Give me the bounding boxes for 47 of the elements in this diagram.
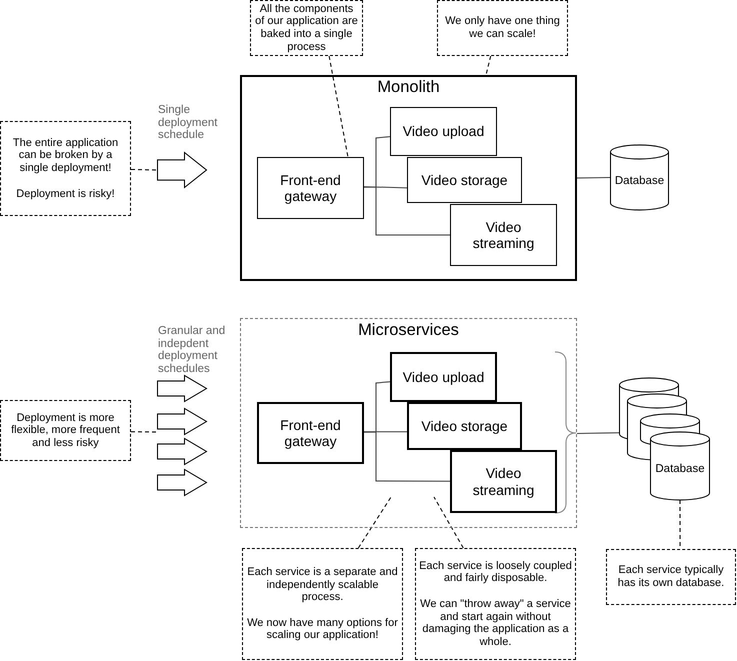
block-arrow-icon bbox=[157, 408, 207, 435]
leader-line bbox=[130, 431, 158, 433]
container-box bbox=[240, 75, 577, 281]
connector-line bbox=[576, 432, 620, 434]
note-text: We can "throw away" a service and start again without damaging the application as a whole. bbox=[419, 598, 572, 648]
note-text: We only have one thing we can scale! bbox=[444, 15, 561, 41]
note-box bbox=[606, 549, 736, 605]
note-text: Each service typically has its own database. bbox=[616, 564, 726, 590]
process-box: Video storage bbox=[407, 157, 522, 203]
note-box bbox=[0, 121, 131, 216]
process-box: Video streaming bbox=[450, 450, 557, 513]
note-box bbox=[0, 400, 131, 461]
database-label: Database bbox=[655, 463, 705, 475]
container-title: Microservices bbox=[357, 321, 460, 340]
process-box: Front-end gateway bbox=[257, 157, 364, 219]
database-label: Database bbox=[614, 174, 664, 186]
leader-line bbox=[486, 56, 492, 76]
block-arrow-icon bbox=[157, 375, 207, 402]
leader-line bbox=[358, 496, 392, 548]
leader-line bbox=[328, 56, 348, 158]
arrow-caption: Single deployment schedule bbox=[158, 104, 218, 142]
arrow-caption: Granular and indepdent deployment schedules bbox=[158, 325, 226, 376]
note-text: All the components of our application are baked into a single process bbox=[254, 2, 359, 54]
note-text: We now have many options for scaling our application! bbox=[246, 616, 399, 642]
connector-line bbox=[364, 432, 450, 482]
note-text: Deployment is risky! bbox=[16, 188, 115, 200]
note-text: Each service is loosely coupled and fairly disposable. bbox=[419, 560, 572, 585]
process-box: Video streaming bbox=[450, 204, 557, 266]
note-text: Each service is a separate and independently scalable process. bbox=[246, 566, 399, 604]
note-box bbox=[415, 548, 576, 660]
block-arrow-icon bbox=[157, 152, 207, 188]
process-box: Front-end gateway bbox=[257, 402, 364, 464]
process-box: Video upload bbox=[390, 107, 497, 156]
connector-line bbox=[576, 177, 610, 178]
container-title: Monolith bbox=[376, 78, 441, 97]
note-box bbox=[437, 0, 568, 56]
container-box bbox=[240, 318, 577, 528]
block-arrow-icon bbox=[157, 438, 207, 465]
note-text: Deployment is more flexible, more frequent and less risky bbox=[10, 412, 121, 450]
block-arrow-icon bbox=[157, 469, 207, 496]
process-box: Video storage bbox=[407, 402, 522, 450]
note-box bbox=[242, 548, 403, 660]
note-text: The entire application can be broken by a single deployment! bbox=[12, 136, 120, 175]
leader-line bbox=[434, 496, 464, 548]
leader-line bbox=[130, 168, 158, 170]
process-box: Video upload bbox=[390, 352, 497, 402]
connector-line bbox=[364, 186, 450, 236]
